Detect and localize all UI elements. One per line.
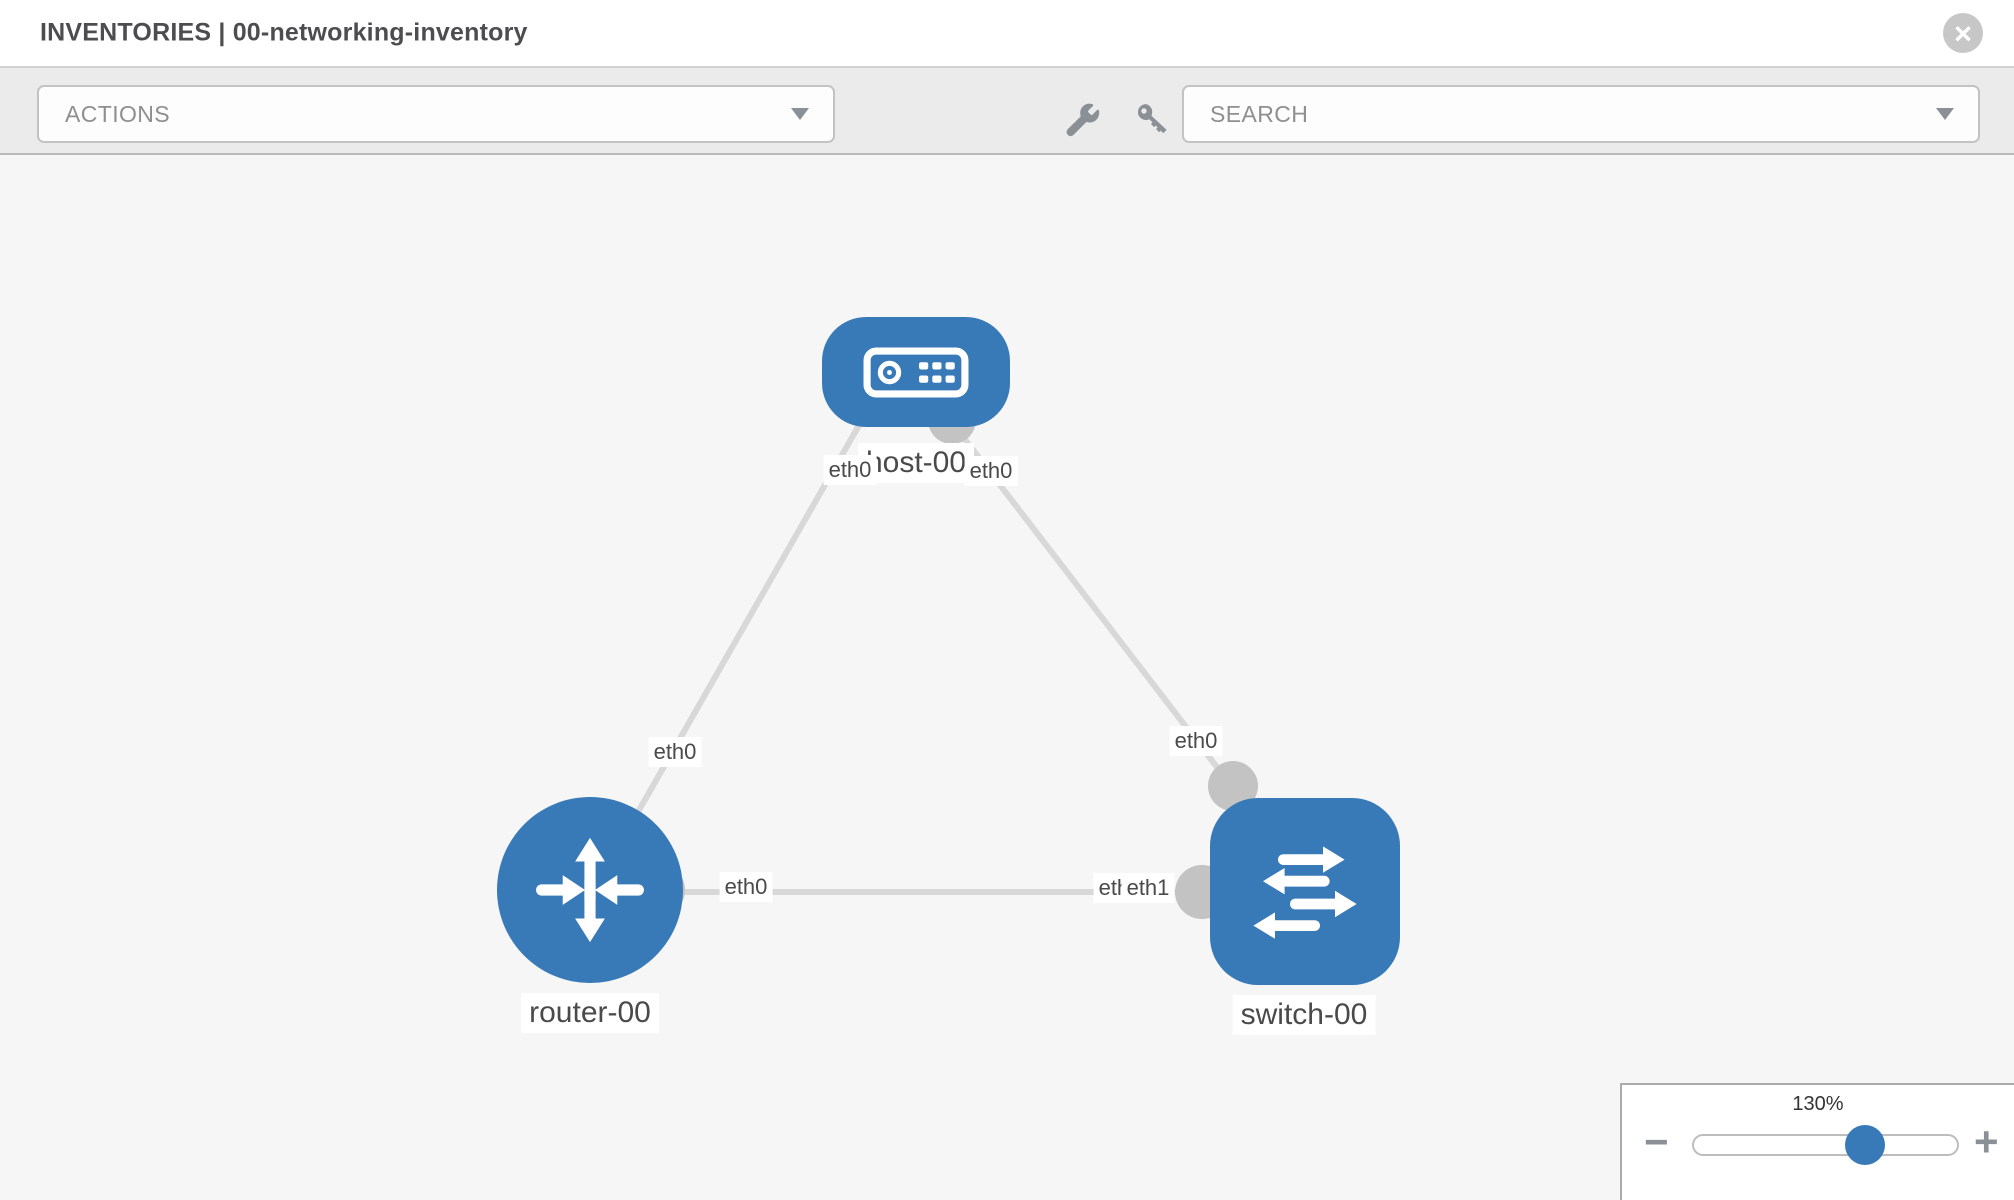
node-switch-00[interactable] [1210, 798, 1400, 985]
page-title: INVENTORIES | 00-networking-inventory [40, 18, 528, 47]
toolbar: ACTIONS SEARCH [0, 68, 2014, 155]
topology-canvas[interactable]: host-00 router-00 switch-00 eth0 eth0 et… [0, 155, 2014, 1200]
port-label-router-eth0-up: eth0 [648, 737, 702, 767]
search-dropdown[interactable]: SEARCH [1182, 85, 1980, 143]
chevron-down-icon [791, 108, 809, 120]
zoom-slider-track[interactable] [1692, 1134, 1959, 1156]
port-label-switch-eth0-up: eth0 [1169, 726, 1223, 756]
node-host-00[interactable] [822, 317, 1010, 427]
actions-dropdown-label: ACTIONS [65, 100, 171, 127]
node-label-host-00: host-00 [857, 443, 975, 483]
node-label-switch-00: switch-00 [1232, 995, 1376, 1035]
search-dropdown-label: SEARCH [1210, 100, 1309, 127]
node-label-router-00: router-00 [521, 993, 659, 1033]
links-layer [631, 396, 1258, 919]
host-icon [863, 347, 969, 397]
actions-dropdown[interactable]: ACTIONS [37, 85, 835, 143]
zoom-slider-handle[interactable] [1845, 1125, 1885, 1165]
window-header: INVENTORIES | 00-networking-inventory × [0, 0, 2014, 68]
port-label-router-eth0-side: eth0 [719, 872, 773, 902]
switch-icon [1253, 845, 1357, 939]
wrench-icon[interactable] [1064, 101, 1102, 139]
close-icon[interactable]: × [1943, 13, 1983, 53]
router-icon [536, 837, 644, 943]
node-router-00[interactable] [497, 797, 683, 983]
zoom-control-panel: 130% − + [1620, 1083, 2014, 1200]
port-label-switch-eth1-side: eth1 [1121, 873, 1175, 903]
chevron-down-icon [1936, 108, 1954, 120]
port-label-host-eth0-left: eth0 [823, 455, 877, 485]
zoom-in-button[interactable]: + [1974, 1118, 1999, 1165]
zoom-out-button[interactable]: − [1644, 1118, 1669, 1165]
zoom-level-value: 130% [1792, 1093, 1844, 1115]
port-label-host-eth0-right: eth0 [964, 456, 1018, 486]
key-icon[interactable] [1134, 101, 1172, 139]
